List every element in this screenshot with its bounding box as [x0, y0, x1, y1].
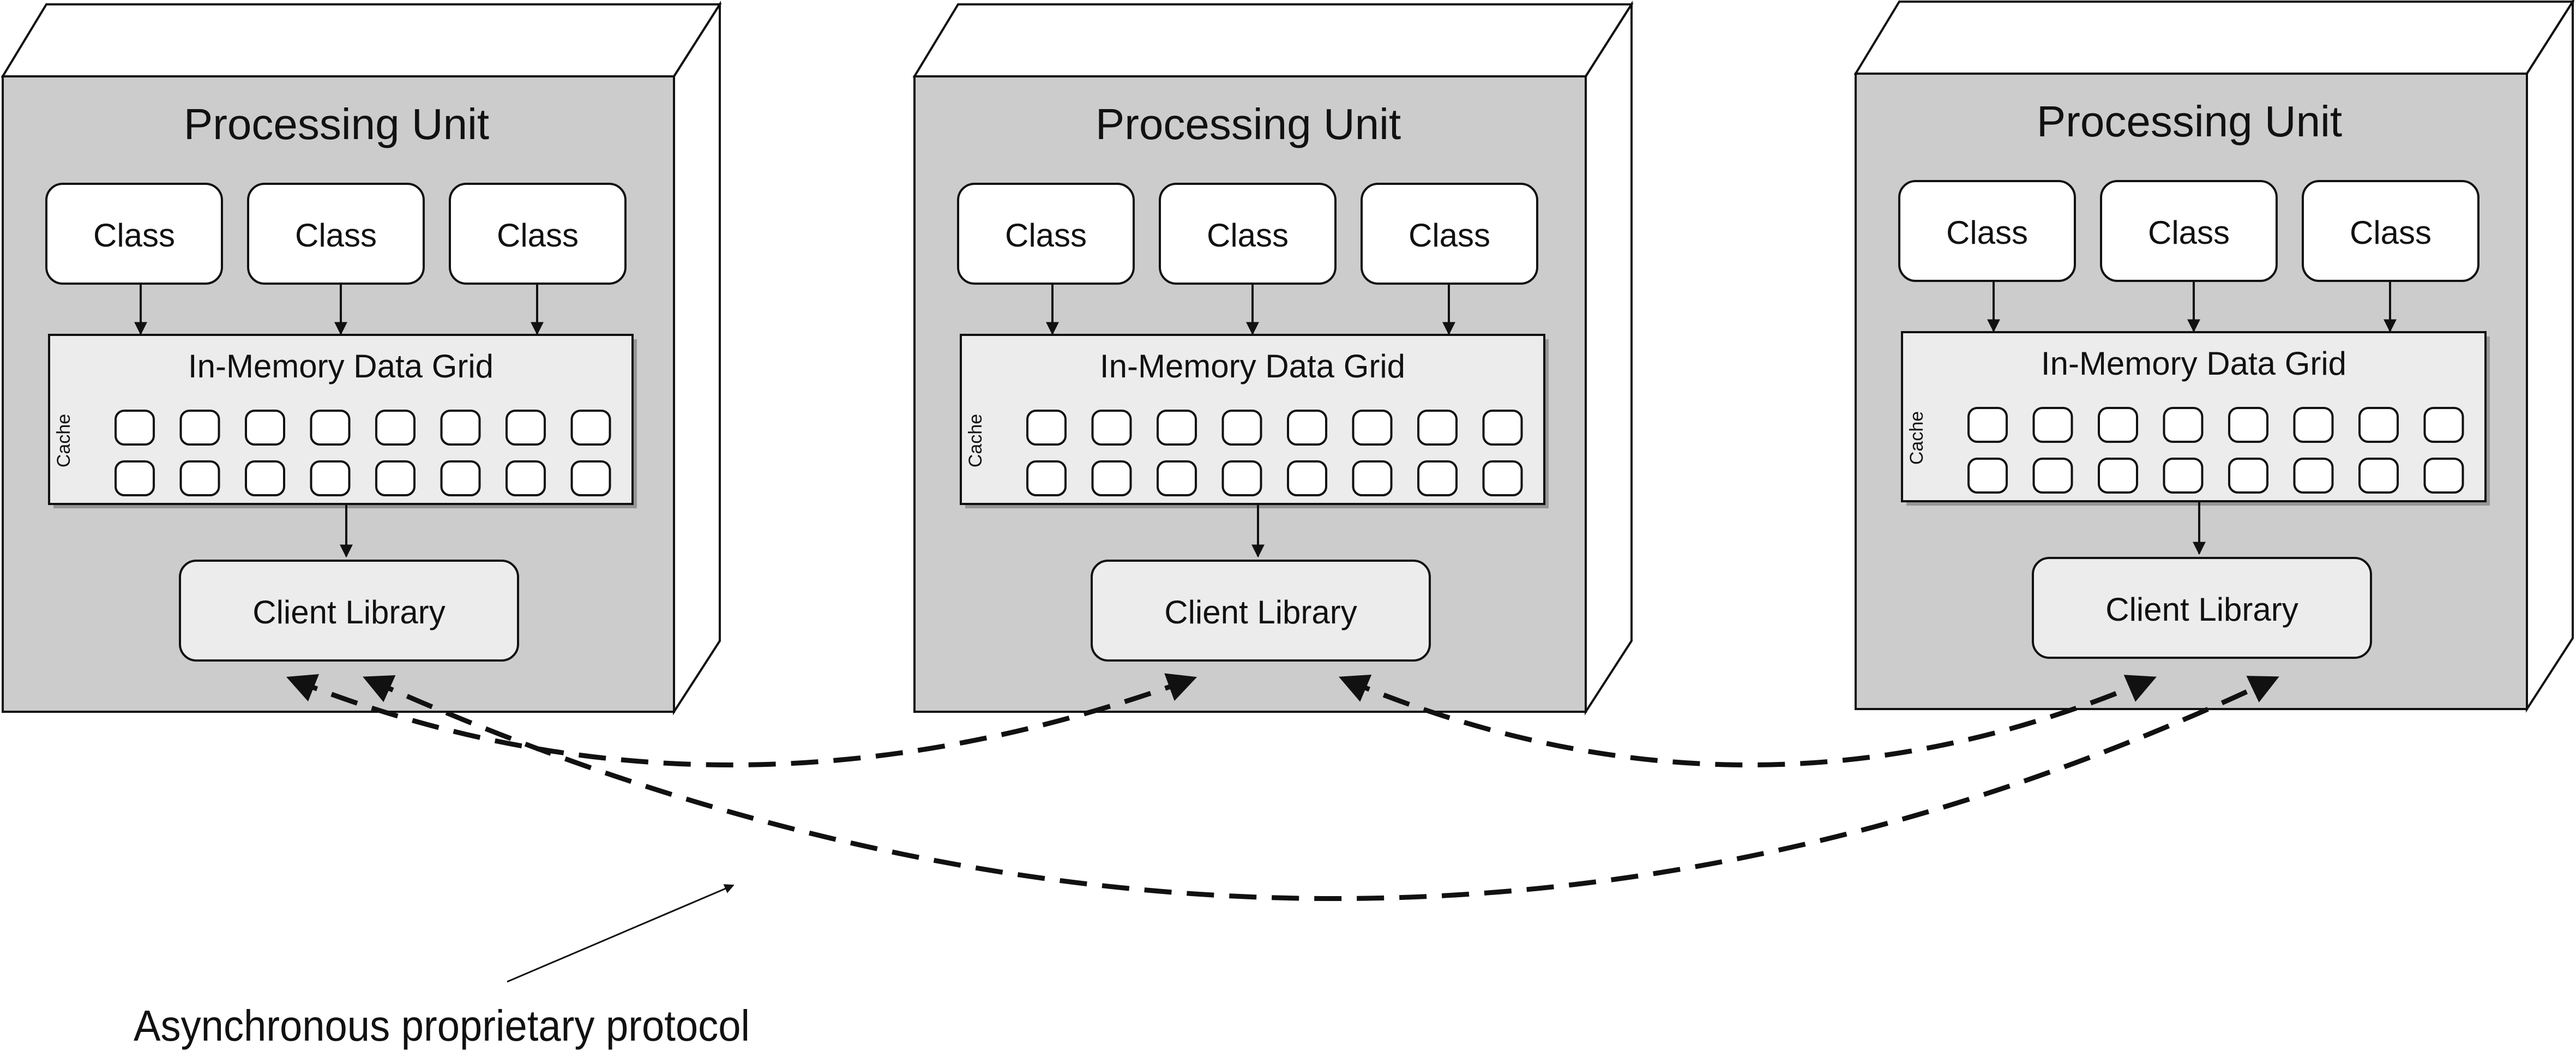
cache-cell: [1417, 410, 1458, 446]
class-box: Class: [45, 183, 223, 285]
cache-cell: [1287, 460, 1327, 496]
cache-cell: [1026, 460, 1067, 496]
unit-side-face: [1585, 1, 1633, 716]
cache-cell: [1967, 458, 2008, 494]
protocol-connectors: [286, 673, 2279, 901]
cache-cell: [1091, 460, 1132, 496]
cache-cell: [570, 460, 611, 496]
class-box: Class: [1159, 183, 1337, 285]
cache-cell: [1287, 410, 1327, 446]
connector-unit1-unit3: [363, 675, 2279, 901]
cache-cell: [1157, 460, 1197, 496]
client-library: Client Library: [2032, 557, 2372, 659]
client-library-label: Client Library: [2105, 591, 2298, 628]
cache-cell: [1352, 410, 1393, 446]
class-label: Class: [1207, 217, 1289, 254]
class-label: Class: [2148, 214, 2230, 251]
cache-cell: [179, 460, 220, 496]
cache-cell: [2358, 458, 2399, 494]
class-label: Class: [93, 217, 175, 254]
cache-cell: [440, 410, 481, 446]
cache-cell: [375, 410, 416, 446]
class-label: Class: [1409, 217, 1490, 254]
unit-title: Processing Unit: [1096, 100, 1401, 148]
grid-title: In-Memory Data Grid: [1100, 348, 1405, 385]
cache-cell: [1967, 407, 2008, 443]
cache-label: Cache: [53, 414, 74, 467]
class-label: Class: [1005, 217, 1087, 254]
class-box: Class: [247, 183, 425, 285]
cache-cell: [310, 410, 351, 446]
cache-cell: [245, 410, 285, 446]
cache-cell: [245, 460, 285, 496]
class-label: Class: [1946, 214, 2028, 251]
cache-cell: [1482, 410, 1523, 446]
class-box: Class: [1898, 180, 2076, 282]
unit-side-face: [673, 1, 721, 716]
cache-label: Cache: [965, 414, 986, 467]
cache-cell: [2032, 458, 2073, 494]
cache-cell: [505, 410, 546, 446]
client-library-label: Client Library: [252, 594, 445, 630]
cache-cell: [2423, 458, 2464, 494]
client-library-label: Client Library: [1164, 594, 1357, 630]
cache-cell: [2032, 407, 2073, 443]
cache-cell: [1221, 460, 1262, 496]
cache-cell: [1091, 410, 1132, 446]
annotation-label: Asynchronous proprietary protocol: [134, 1001, 750, 1050]
grid-title: In-Memory Data Grid: [2041, 345, 2346, 382]
cache-cell: [1221, 410, 1262, 446]
cache-cell: [115, 410, 155, 446]
connector-unit1-unit2: [286, 673, 1197, 767]
cache-cell: [1417, 460, 1458, 496]
cache-cell: [1026, 410, 1067, 446]
cache-cell: [179, 410, 220, 446]
cache-cell: [1482, 460, 1523, 496]
class-label: Class: [2350, 214, 2431, 251]
cache-cell: [440, 460, 481, 496]
class-box: Class: [957, 183, 1135, 285]
cache-cell: [115, 460, 155, 496]
grid-title: In-Memory Data Grid: [188, 348, 493, 385]
cache-cell: [1352, 460, 1393, 496]
cache-cell: [2163, 458, 2204, 494]
cache-cell: [505, 460, 546, 496]
cache-cell: [375, 460, 416, 496]
class-label: Class: [295, 217, 377, 254]
cache-cell: [2228, 458, 2268, 494]
client-library: Client Library: [179, 560, 519, 662]
cache-cell: [2293, 458, 2334, 494]
cache-cell: [2423, 407, 2464, 443]
cache-cell: [1157, 410, 1197, 446]
unit-side-face: [2526, 0, 2574, 713]
connector-unit2-unit3: [1339, 674, 2157, 767]
cache-cell: [2358, 407, 2399, 443]
class-box: Class: [1361, 183, 1538, 285]
cache-cell: [2163, 407, 2204, 443]
cache-cell: [570, 410, 611, 446]
unit-title: Processing Unit: [2037, 97, 2342, 146]
unit-title: Processing Unit: [184, 100, 489, 148]
cache-cell: [310, 460, 351, 496]
cache-cell: [2098, 407, 2138, 443]
class-label: Class: [497, 217, 579, 254]
unit-top-face: [1, 3, 722, 77]
class-box: Class: [2302, 180, 2479, 282]
cache-cell: [2293, 407, 2334, 443]
client-library: Client Library: [1091, 560, 1431, 662]
cache-cell: [2228, 407, 2268, 443]
cache-label: Cache: [1906, 411, 1927, 465]
unit-top-face: [1853, 1, 2575, 75]
cache-cell: [2098, 458, 2138, 494]
class-box: Class: [449, 183, 627, 285]
annotation-pointer: [507, 884, 735, 983]
unit-top-face: [912, 3, 1634, 77]
class-box: Class: [2100, 180, 2278, 282]
